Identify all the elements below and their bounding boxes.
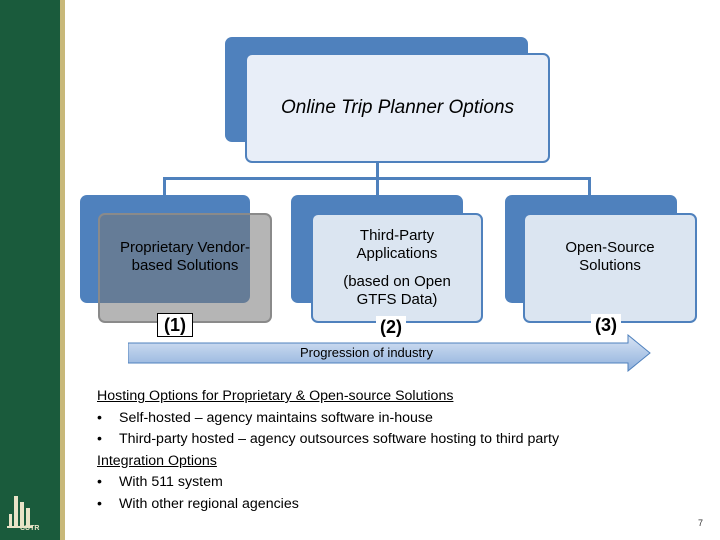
connector-middle [376, 177, 379, 197]
hosting-item: • Self-hosted – agency maintains software… [97, 408, 559, 430]
hosting-heading: Hosting Options for Proprietary & Open-s… [97, 388, 454, 404]
card-1-number: (1) [157, 313, 193, 337]
bullet: • [97, 474, 102, 490]
cutr-logo-icon [7, 496, 33, 528]
integration-item: • With 511 system [97, 472, 559, 494]
notes-section: Hosting Options for Proprietary & Open-s… [97, 386, 559, 515]
card-3: Open-Source Solutions [523, 213, 697, 323]
progression-label: Progression of industry [300, 345, 433, 360]
bullet: • [97, 409, 102, 426]
hosting-item-text: Self-hosted – agency maintains software … [119, 409, 433, 426]
integration-item-text: With 511 system [119, 474, 223, 490]
hosting-item: • Third-party hosted – agency outsources … [97, 429, 559, 451]
connector-left [163, 177, 166, 197]
integration-heading: Integration Options [97, 452, 217, 469]
card-2-sublabel: (based on Open GTFS Data) [343, 273, 451, 308]
connector-vertical-top [376, 163, 379, 178]
title-box: Online Trip Planner Options [245, 53, 550, 163]
bullet: • [97, 431, 102, 447]
sidebar-stripe [60, 0, 65, 540]
card-3-label: Open-Source Solutions [565, 239, 655, 274]
card-2-number: (2) [376, 316, 406, 338]
integration-item-text: With other regional agencies [119, 495, 299, 512]
sidebar-band [0, 0, 60, 540]
card-2-label: Third-Party Applications [356, 227, 438, 262]
page-number: 7 [698, 518, 704, 528]
progression-arrow [128, 334, 651, 372]
bullet: • [97, 495, 102, 512]
connector-right [588, 177, 591, 197]
card-1: Proprietary Vendor-based Solutions [98, 213, 272, 323]
diagram-title: Online Trip Planner Options [280, 97, 515, 118]
card-2: Third-Party Applications (based on Open … [311, 213, 483, 323]
card-1-label: Proprietary Vendor-based Solutions [119, 239, 251, 274]
hosting-item-text: Third-party hosted – agency outsources s… [119, 431, 560, 447]
card-3-number: (3) [591, 314, 621, 336]
logo-text: CUTR [20, 525, 40, 532]
integration-item: • With other regional agencies [97, 494, 559, 516]
